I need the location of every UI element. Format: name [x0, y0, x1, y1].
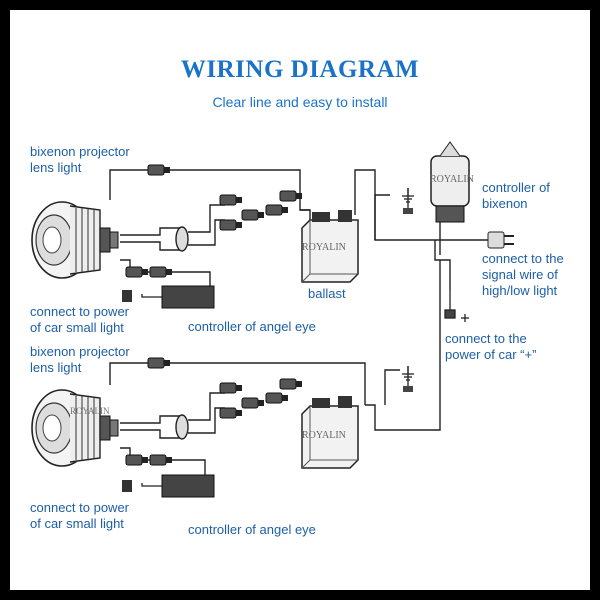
label-projector-top: bixenon projector lens light — [30, 144, 130, 176]
label-projector-bottom: bixenon projector lens light — [30, 344, 130, 376]
label-signal-line3: high/low light — [482, 283, 558, 298]
wiring-schematic: ROYALIN ROYALIN ROYALIN ROYALIN — [31, 141, 514, 498]
label-signal-line1: connect to the — [482, 251, 564, 266]
label-small-light-top-line2: of car small light — [30, 320, 124, 335]
angel-eye-controller-bottom-icon — [122, 474, 215, 498]
label-angel-eye-top: controller of angel eye — [188, 319, 316, 334]
label-ballast: ballast — [308, 286, 346, 301]
ground-symbol-bottom-icon — [401, 365, 415, 392]
ground-symbol-top-icon — [401, 187, 415, 214]
harness-top — [109, 169, 490, 290]
brand-mark-ballast-bottom: ROYALIN — [302, 430, 346, 441]
headlight-projector-bottom-icon — [31, 389, 119, 467]
label-power-line1: connect to the — [445, 331, 527, 346]
harness-bottom — [109, 260, 441, 475]
label-controller-line2: bixenon — [482, 196, 528, 211]
label-signal-wire: connect to the signal wire of high/low l… — [482, 251, 564, 299]
label-small-light-bottom-line1: connect to power — [30, 500, 130, 515]
label-controller: controller of bixenon — [482, 180, 550, 212]
label-small-light-top: connect to power of car small light — [30, 304, 129, 336]
label-projector-top-line2: lens light — [30, 160, 82, 175]
connector-bottom-icon — [125, 357, 303, 466]
angel-eye-controller-top-icon — [122, 285, 215, 309]
connector-top-icon — [125, 164, 303, 278]
power-fuse-icon — [444, 290, 469, 322]
label-projector-bottom-line2: lens light — [30, 360, 82, 375]
label-small-light-bottom-line2: of car small light — [30, 516, 124, 531]
brand-mark-top: ROYALIN — [430, 174, 474, 185]
label-angel-eye-bottom: controller of angel eye — [188, 522, 316, 537]
page-title: WIRING DIAGRAM — [180, 56, 420, 83]
label-projector-top-line1: bixenon projector — [30, 144, 130, 159]
plug-icon — [487, 231, 514, 249]
label-controller-line1: controller of — [482, 180, 550, 195]
label-small-light-top-line1: connect to power — [30, 304, 130, 319]
headlight-projector-top-icon — [31, 201, 119, 279]
label-projector-bottom-line1: bixenon projector — [30, 344, 130, 359]
page-subtitle: Clear line and easy to install — [212, 94, 388, 110]
diagram-canvas: WIRING DIAGRAM Clear line and easy to in… — [10, 10, 590, 590]
brand-mark-ballast-top: ROYALIN — [302, 242, 346, 253]
label-signal-line2: signal wire of — [482, 267, 558, 282]
label-power: connect to the power of car “+” — [445, 331, 536, 363]
brand-mark-lamp-bottom: ROYALIN — [70, 406, 110, 416]
label-power-line2: power of car “+” — [445, 347, 537, 362]
controller-relay-top-icon — [430, 141, 470, 223]
label-small-light-bottom: connect to power of car small light — [30, 500, 129, 532]
